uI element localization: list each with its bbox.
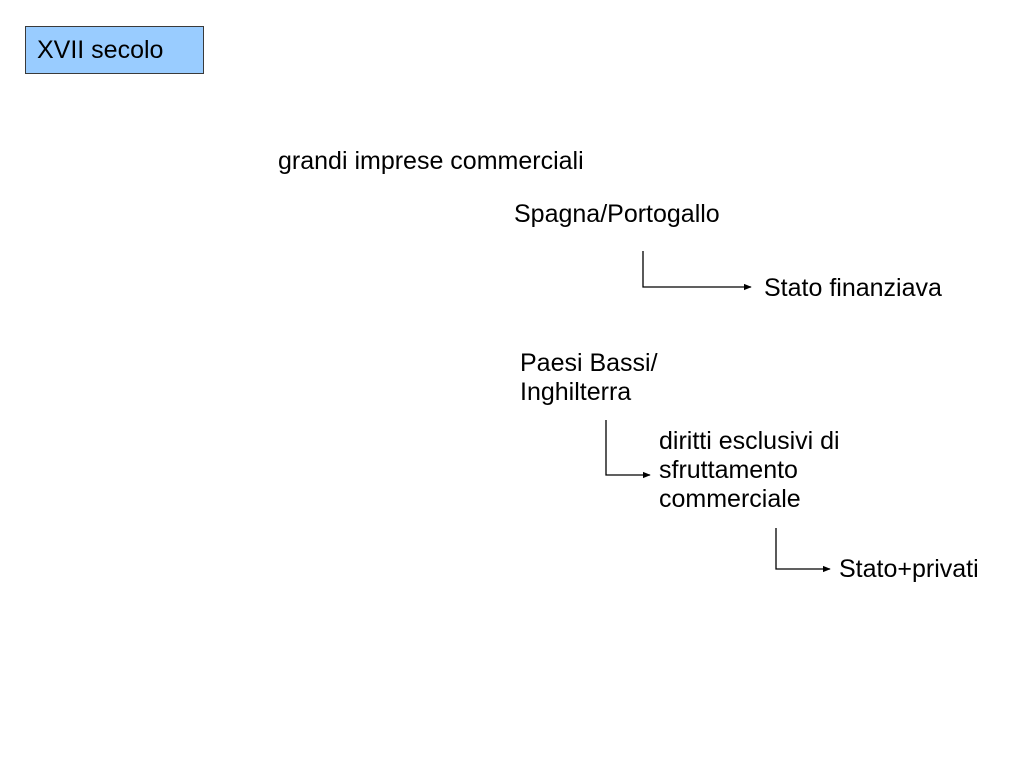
node-grandi-imprese: grandi imprese commerciali (278, 147, 584, 175)
node-spagna-portogallo: Spagna/Portogallo (514, 200, 720, 228)
connector-spagna-to-stato-finanziava (642, 251, 752, 291)
connector-diritti-to-stato-privati (775, 528, 831, 573)
node-stato-privati: Stato+privati (839, 555, 979, 583)
title-box: XVII secolo (25, 26, 204, 74)
node-stato-finanziava: Stato finanziava (764, 274, 942, 302)
node-diritti-esclusivi: diritti esclusivi di sfruttamento commer… (659, 427, 840, 513)
node-paesi-bassi-inghilterra: Paesi Bassi/ Inghilterra (520, 349, 658, 406)
title-label: XVII secolo (37, 36, 164, 64)
connector-paesi-bassi-to-diritti (605, 420, 651, 479)
